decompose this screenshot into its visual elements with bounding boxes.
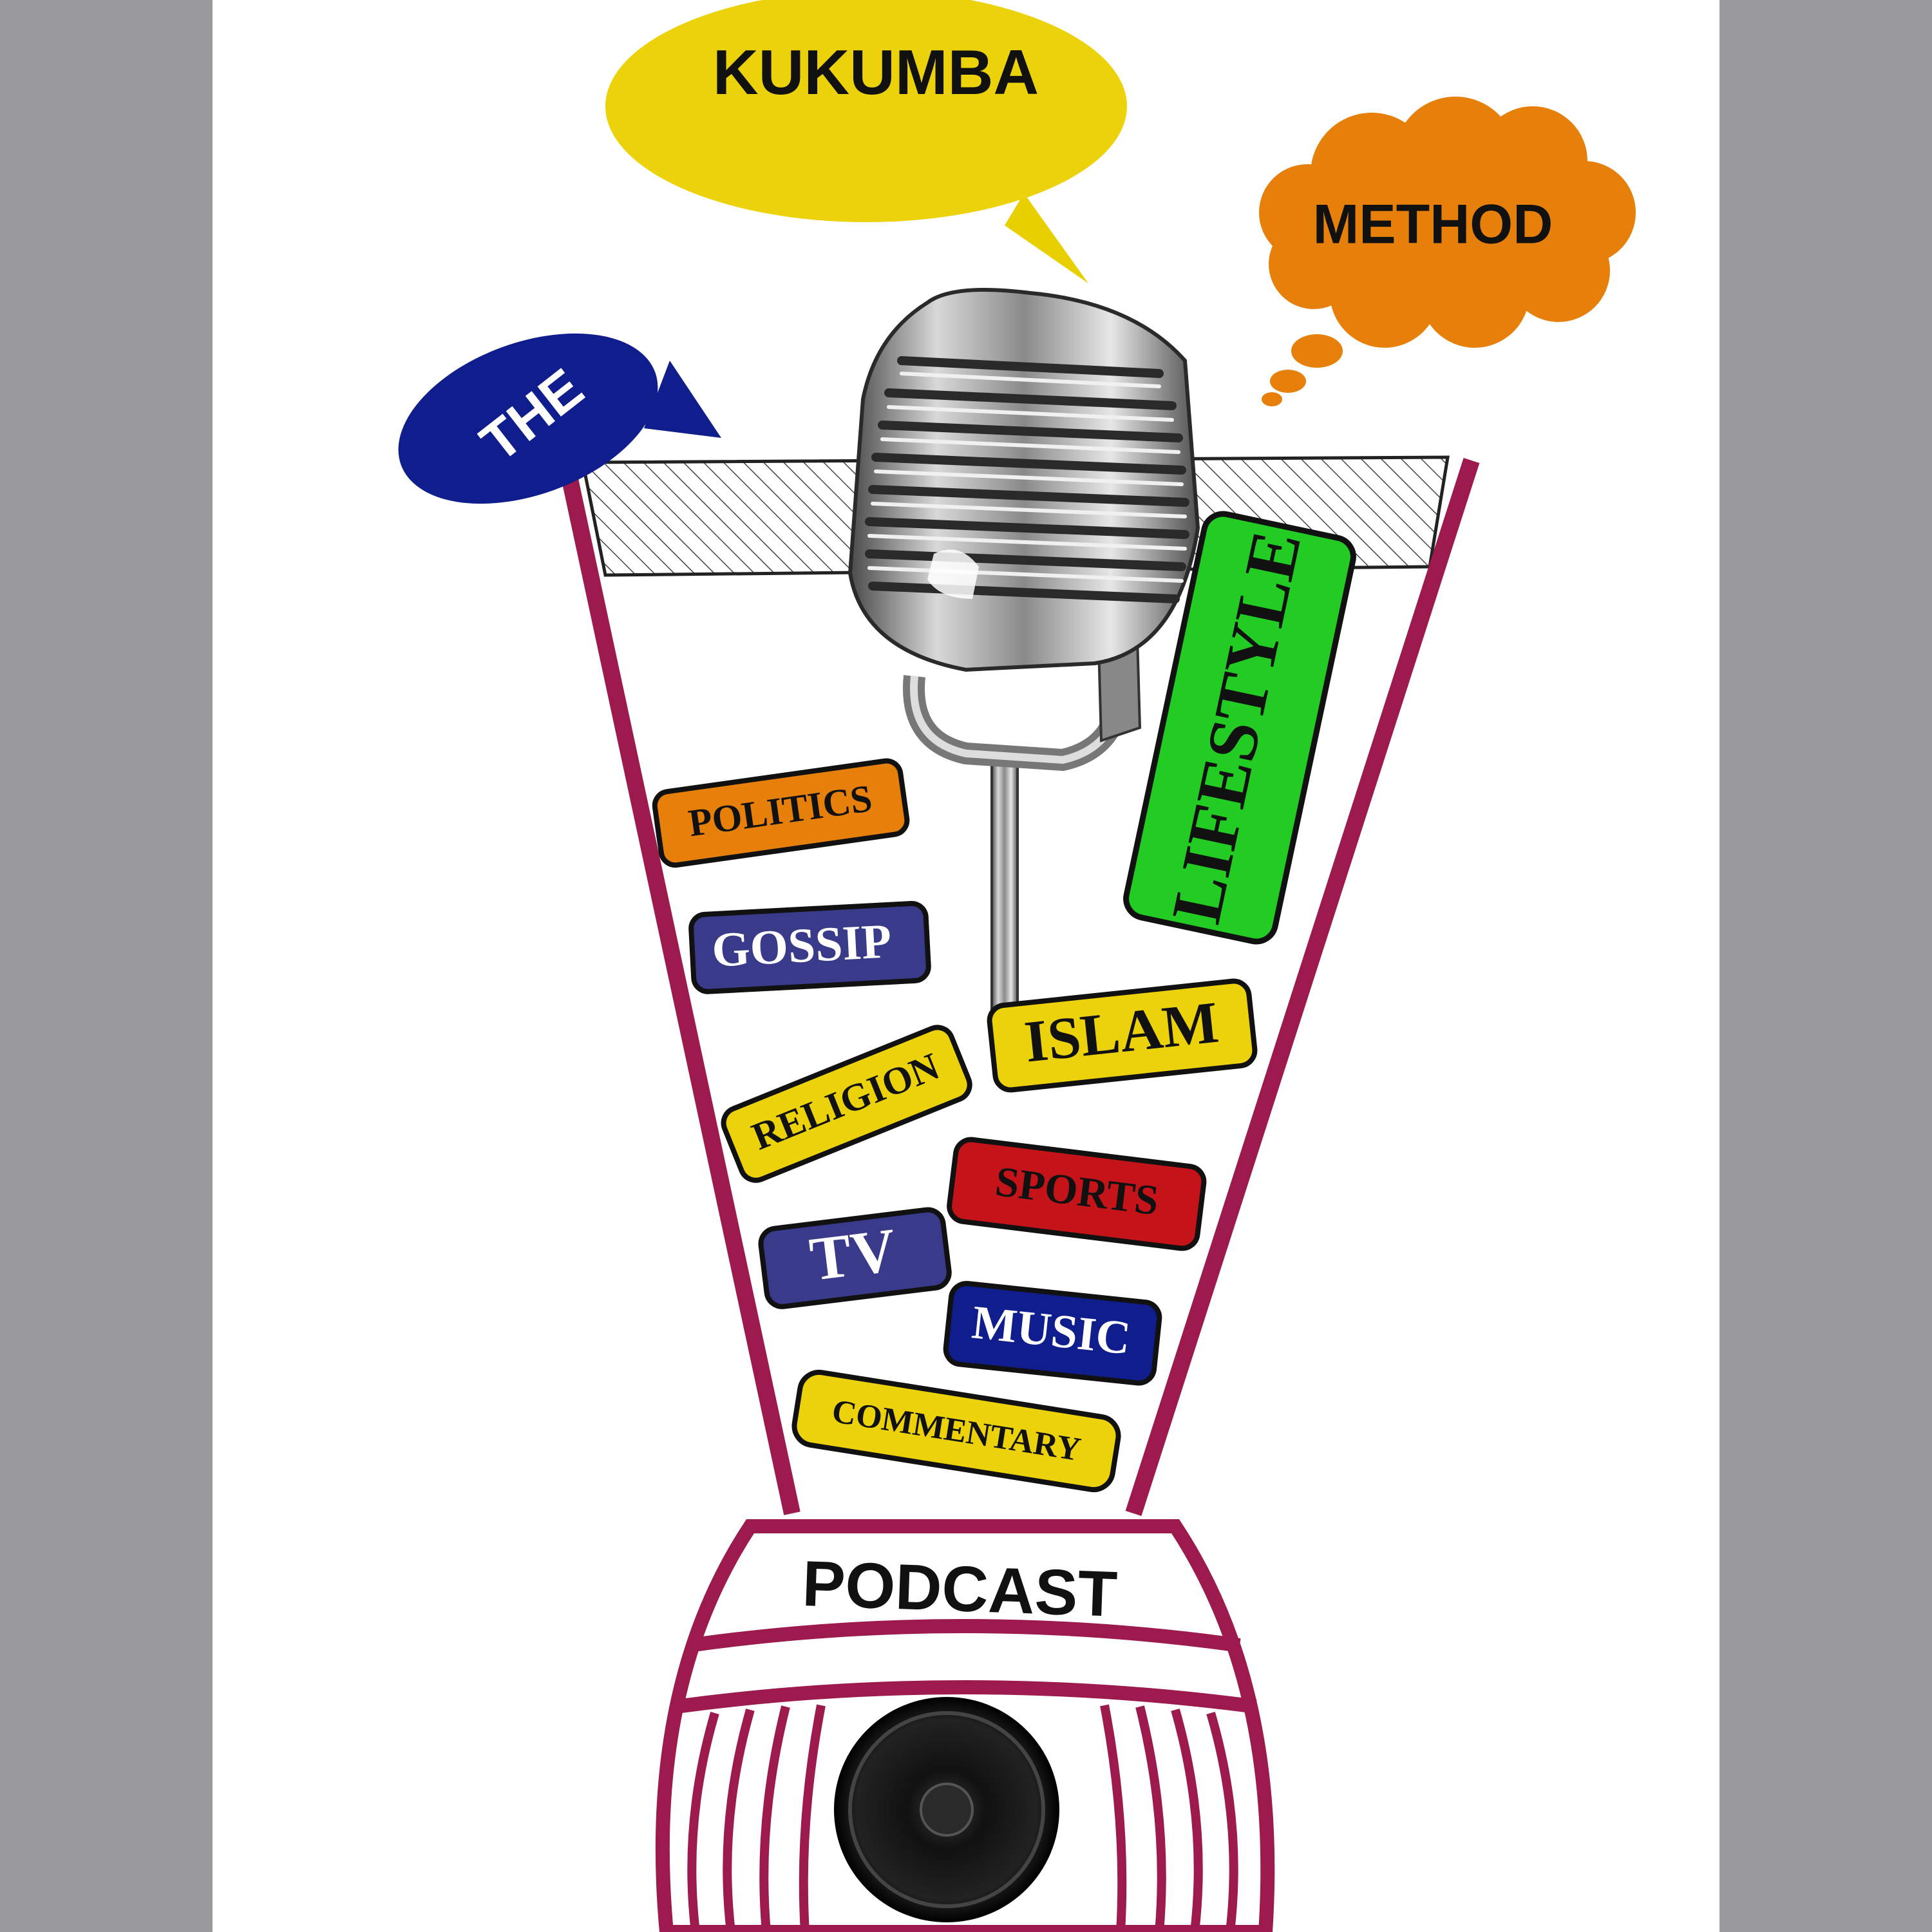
tag-music: MUSIC (943, 1280, 1162, 1386)
tag-commentary: COMMENTARY (791, 1369, 1121, 1493)
tag-politics: POLITICS (652, 758, 910, 868)
tag-sports: SPORTS (947, 1137, 1207, 1251)
microphone-icon (848, 288, 1200, 1019)
tag-gossip: GOSSIP (688, 900, 931, 994)
speaker-icon (834, 1697, 1059, 1922)
bubble-the: THE (398, 333, 721, 504)
funnel-outline (557, 457, 1480, 1516)
podcast-base: PODCAST (655, 1519, 1275, 1932)
bubble-kukumba-label: KUKUMBA (713, 37, 1039, 108)
tag-islam: ISLAM (987, 978, 1258, 1093)
tag-tv: TV (758, 1207, 952, 1309)
bubble-method: METHOD (1259, 97, 1636, 406)
bubble-kukumba: KUKUMBA (605, 0, 1127, 283)
bubble-method-label: METHOD (1313, 194, 1553, 256)
tag-tv-label: TV (806, 1215, 900, 1293)
podcast-label: PODCAST (801, 1548, 1119, 1631)
tag-gossip-label: GOSSIP (710, 914, 893, 977)
